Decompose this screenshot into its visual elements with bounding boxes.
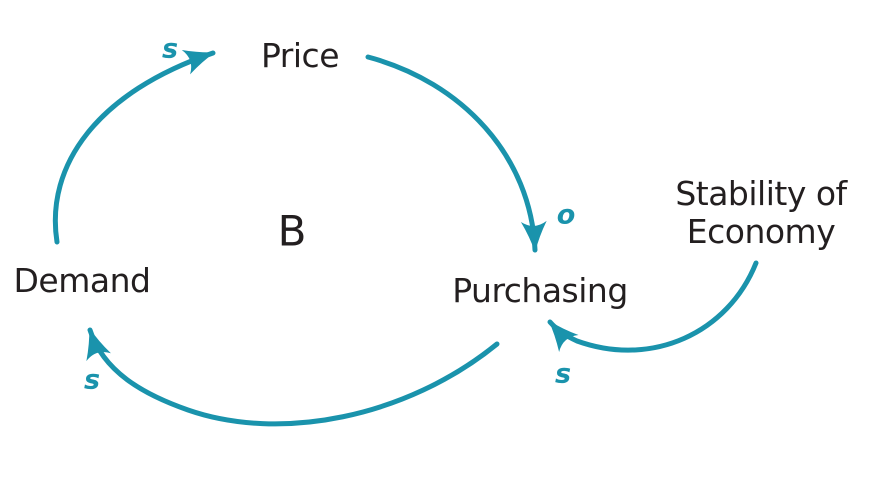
edge-stability-to-purchasing bbox=[547, 260, 759, 353]
node-stability-line2: Economy bbox=[686, 212, 836, 251]
balancing-loop-label: B bbox=[277, 206, 307, 256]
polarity-label-demand-to-price: s bbox=[161, 33, 179, 65]
edge-price-to-purchasing bbox=[365, 54, 547, 253]
polarity-label-price-to-purchasing: o bbox=[556, 199, 576, 231]
node-purchasing: Purchasing bbox=[452, 271, 628, 311]
polarity-label-stability-to-purchasing: s bbox=[554, 358, 572, 390]
edge-purchasing-to-demand bbox=[86, 327, 500, 427]
node-demand: Demand bbox=[13, 261, 151, 301]
polarity-label-purchasing-to-demand: s bbox=[83, 364, 101, 396]
node-stability-line1: Stability of bbox=[675, 174, 847, 214]
node-price: Price bbox=[260, 36, 340, 76]
node-stability-of-economy: Stability of Economy bbox=[641, 175, 881, 251]
edge-demand-to-price bbox=[52, 49, 216, 245]
